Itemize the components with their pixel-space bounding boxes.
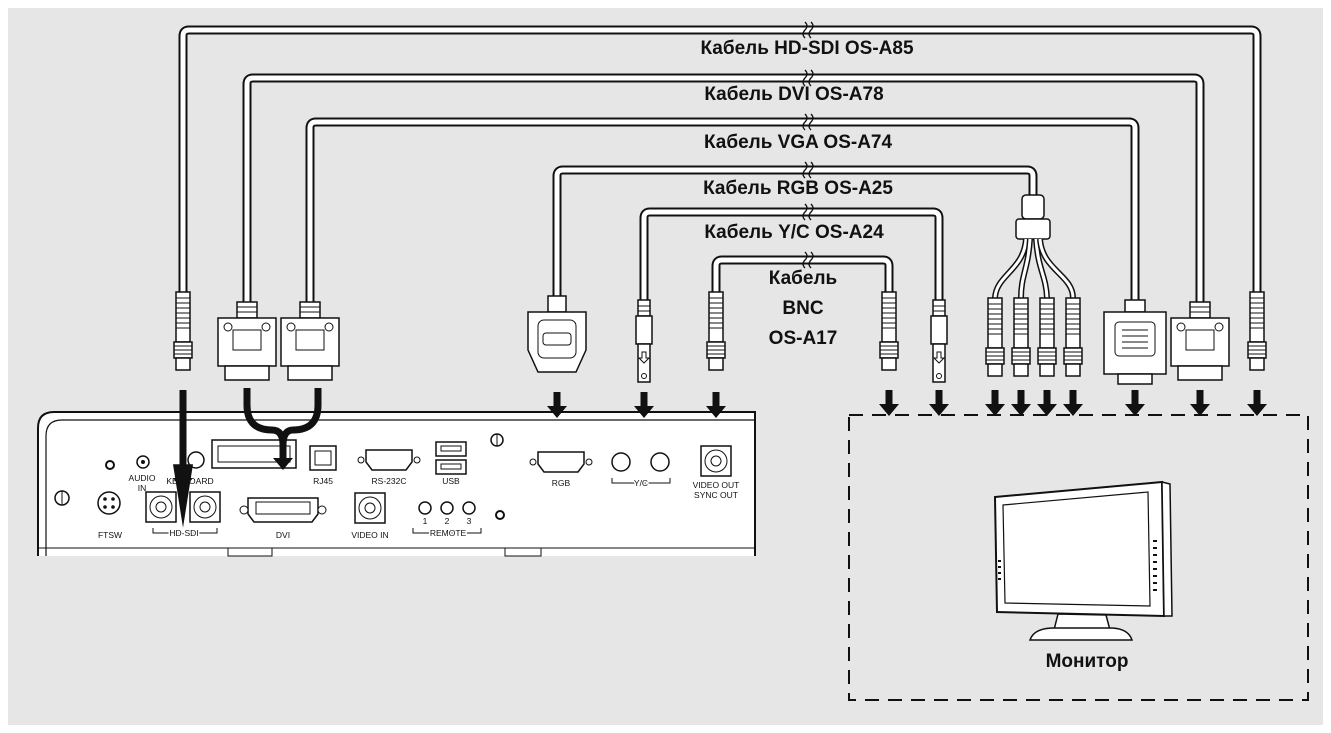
device-rear-panel xyxy=(37,411,756,557)
cable-label-vga: Кабель VGA OS-A74 xyxy=(704,132,893,153)
cable-yc xyxy=(639,207,944,300)
bnc-connector-right xyxy=(879,291,899,371)
label-video-out: VIDEO OUT xyxy=(693,480,740,490)
cable-label-bnc-1: Кабель xyxy=(769,268,837,289)
cable-hdsdi xyxy=(178,25,1262,292)
label-audio-in-1: AUDIO xyxy=(129,473,156,483)
cable-label-yc: Кабель Y/C OS-A24 xyxy=(704,222,884,243)
label-audio-in-2: IN xyxy=(138,483,147,493)
monitor-icon xyxy=(993,480,1173,641)
cable-rgb xyxy=(552,165,1038,296)
label-remote: REMOTE xyxy=(430,528,467,538)
label-remote-2: 2 xyxy=(445,516,450,526)
label-hdsdi: HD-SDI xyxy=(169,528,198,538)
cable-dvi-branch xyxy=(305,117,1140,302)
yc-connector-left xyxy=(635,299,653,383)
cable-label-hdsdi: Кабель HD-SDI OS-A85 xyxy=(700,38,914,59)
monitor-label: Монитор xyxy=(1046,651,1129,672)
cable-bnc xyxy=(711,255,894,292)
label-yc: Y/C xyxy=(634,478,648,488)
port-labels: FTSW AUDIO IN KEYBOARD HD-SDI DVI RJ45 R… xyxy=(98,473,739,540)
dvi-merge-path xyxy=(243,388,322,446)
label-rgb: RGB xyxy=(552,478,571,488)
yc-connector-right xyxy=(930,299,948,383)
cable-label-bnc-2: BNC xyxy=(782,298,823,319)
cable-label-rgb: Кабель RGB OS-A25 xyxy=(703,178,893,199)
label-dvi: DVI xyxy=(276,530,290,540)
label-sync-out: SYNC OUT xyxy=(694,490,738,500)
rgb-dsub-connector xyxy=(527,295,587,373)
label-rj45: RJ45 xyxy=(313,476,333,486)
device-input-arrows xyxy=(173,390,726,528)
cable-break-marks xyxy=(802,21,814,269)
cable-label-dvi: Кабель DVI OS-A78 xyxy=(704,84,883,105)
label-usb: USB xyxy=(442,476,460,486)
cable-label-bnc-3: OS-A17 xyxy=(769,328,838,349)
rgb-breakout xyxy=(992,194,1076,299)
monitor-zone xyxy=(848,414,1309,701)
vga-connector-right xyxy=(1103,299,1167,385)
hdsdi-connector-right xyxy=(1247,291,1267,371)
label-rs232c: RS-232C xyxy=(372,476,407,486)
label-ftsw: FTSW xyxy=(98,530,122,540)
cable-dvi xyxy=(242,73,1205,302)
label-remote-3: 3 xyxy=(467,516,472,526)
label-remote-1: 1 xyxy=(423,516,428,526)
label-video-in: VIDEO IN xyxy=(351,530,388,540)
bnc-connector-left xyxy=(706,291,726,371)
hdsdi-connector-left xyxy=(173,291,193,371)
